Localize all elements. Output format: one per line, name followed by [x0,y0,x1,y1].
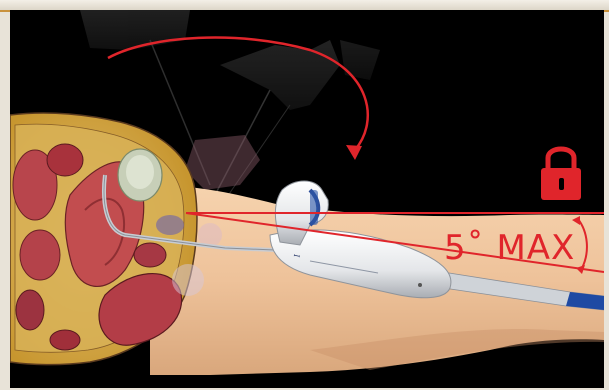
top-border [0,0,609,10]
ghost-instrument-3 [340,40,380,80]
lock-icon [541,149,581,200]
ghost-hub [185,135,260,190]
illustration-panel: ꟷ 5˚ MAX [10,10,604,388]
angle-max-label: 5˚ MAX [444,231,575,265]
medical-illustration: ꟷ [10,10,604,388]
